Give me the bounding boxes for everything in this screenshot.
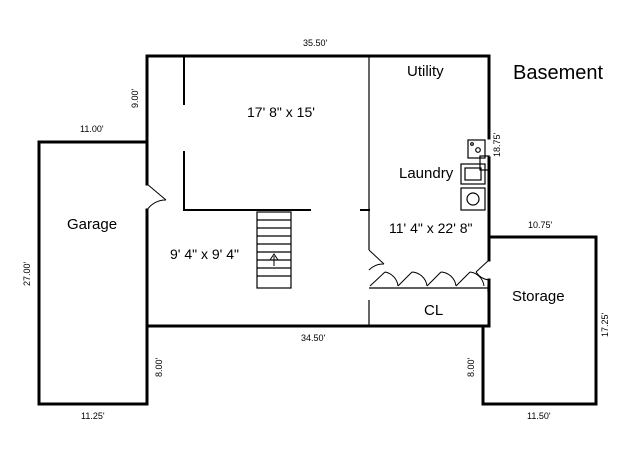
plan-title: Basement: [513, 62, 603, 84]
room-label-storage: Storage: [512, 288, 565, 305]
dimension-storage-bottom: 11.50': [527, 411, 551, 421]
dimension-garage-bottom: 11.25': [81, 411, 105, 421]
dimension-garage-right: 8.00': [154, 357, 164, 377]
dimension-top: 35.50': [303, 38, 328, 48]
dimension-left-upper: 9.00': [130, 88, 140, 108]
interior-walls: [183, 55, 489, 326]
dimension-storage-right: 17.25': [600, 312, 610, 337]
staircase: [256, 211, 292, 289]
room-label-closet: CL: [424, 302, 443, 319]
storage-walls: [481, 235, 598, 406]
dimension-storage-top: 10.75': [528, 220, 553, 230]
doors: [146, 183, 490, 292]
dimension-right-upper: 18.75': [492, 132, 502, 157]
room-label-garage: Garage: [67, 216, 117, 233]
room-size-stair-area: 9' 4" x 9' 4": [170, 246, 239, 262]
garage-walls: [37, 140, 149, 406]
dimension-garage-top: 11.00': [80, 124, 104, 134]
room-size-main: 17' 8" x 15': [247, 104, 315, 120]
room-size-laundry: 11' 4" x 22' 8": [389, 220, 473, 236]
main-block-walls: [145, 54, 491, 328]
dimension-garage-left: 27.00': [22, 261, 32, 286]
dimension-main-bottom: 34.50': [301, 333, 326, 343]
dimension-storage-left: 8.00': [466, 357, 476, 377]
laundry-fixtures: [460, 139, 490, 211]
room-label-utility: Utility: [407, 63, 444, 80]
room-label-laundry: Laundry: [399, 165, 454, 182]
